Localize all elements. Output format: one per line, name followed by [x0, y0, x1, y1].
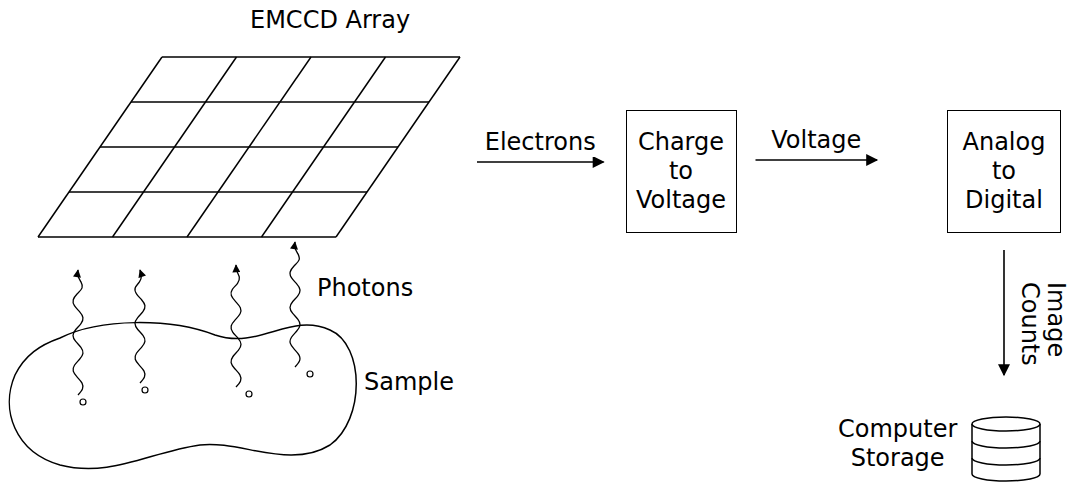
grid-column-line [38, 57, 162, 237]
photon-arrow [73, 270, 83, 395]
signal-arrow [756, 159, 878, 161]
sensor-array: EMCCD Array [38, 6, 460, 237]
process-box: Charge to Voltage [626, 110, 737, 233]
grid-column-line [113, 57, 237, 237]
cylinder-body [972, 424, 1040, 481]
process-label: Analog to Digital [963, 128, 1046, 214]
storage-icon [972, 417, 1040, 481]
process-label: Charge to Voltage [636, 128, 726, 214]
grid-column-line [262, 57, 386, 237]
array-title: EMCCD Array [250, 6, 410, 35]
sample-region: Sample [10, 318, 355, 472]
signal-arrow [1003, 250, 1005, 375]
emitter-dot [142, 387, 148, 393]
edge-label: Voltage [771, 126, 861, 155]
emitter-dot [80, 399, 86, 405]
edge-label: Image Counts [1016, 282, 1069, 366]
sample-label: Sample [364, 368, 454, 397]
signal-arrow [477, 161, 604, 163]
photons-label: Photons [317, 274, 413, 303]
storage-label: Computer Storage [838, 415, 957, 473]
emitters [80, 371, 313, 405]
grid-column-line [336, 57, 460, 237]
grid-column-line [187, 57, 311, 237]
emitter-dot [246, 391, 252, 397]
photon-arrow [135, 270, 145, 383]
sample-outline [9, 323, 356, 469]
photon-arrow [290, 242, 300, 367]
cylinder-top [972, 417, 1040, 431]
cylinder-disc [972, 458, 1040, 465]
emitter-dot [307, 371, 313, 377]
storage-node: Computer Storage [838, 412, 1042, 484]
emccd-grid [38, 57, 460, 237]
photon-arrow [231, 265, 241, 387]
process-box: Analog to Digital [947, 110, 1061, 233]
cylinder-disc [972, 441, 1040, 448]
edge-label: Electrons [485, 128, 596, 157]
